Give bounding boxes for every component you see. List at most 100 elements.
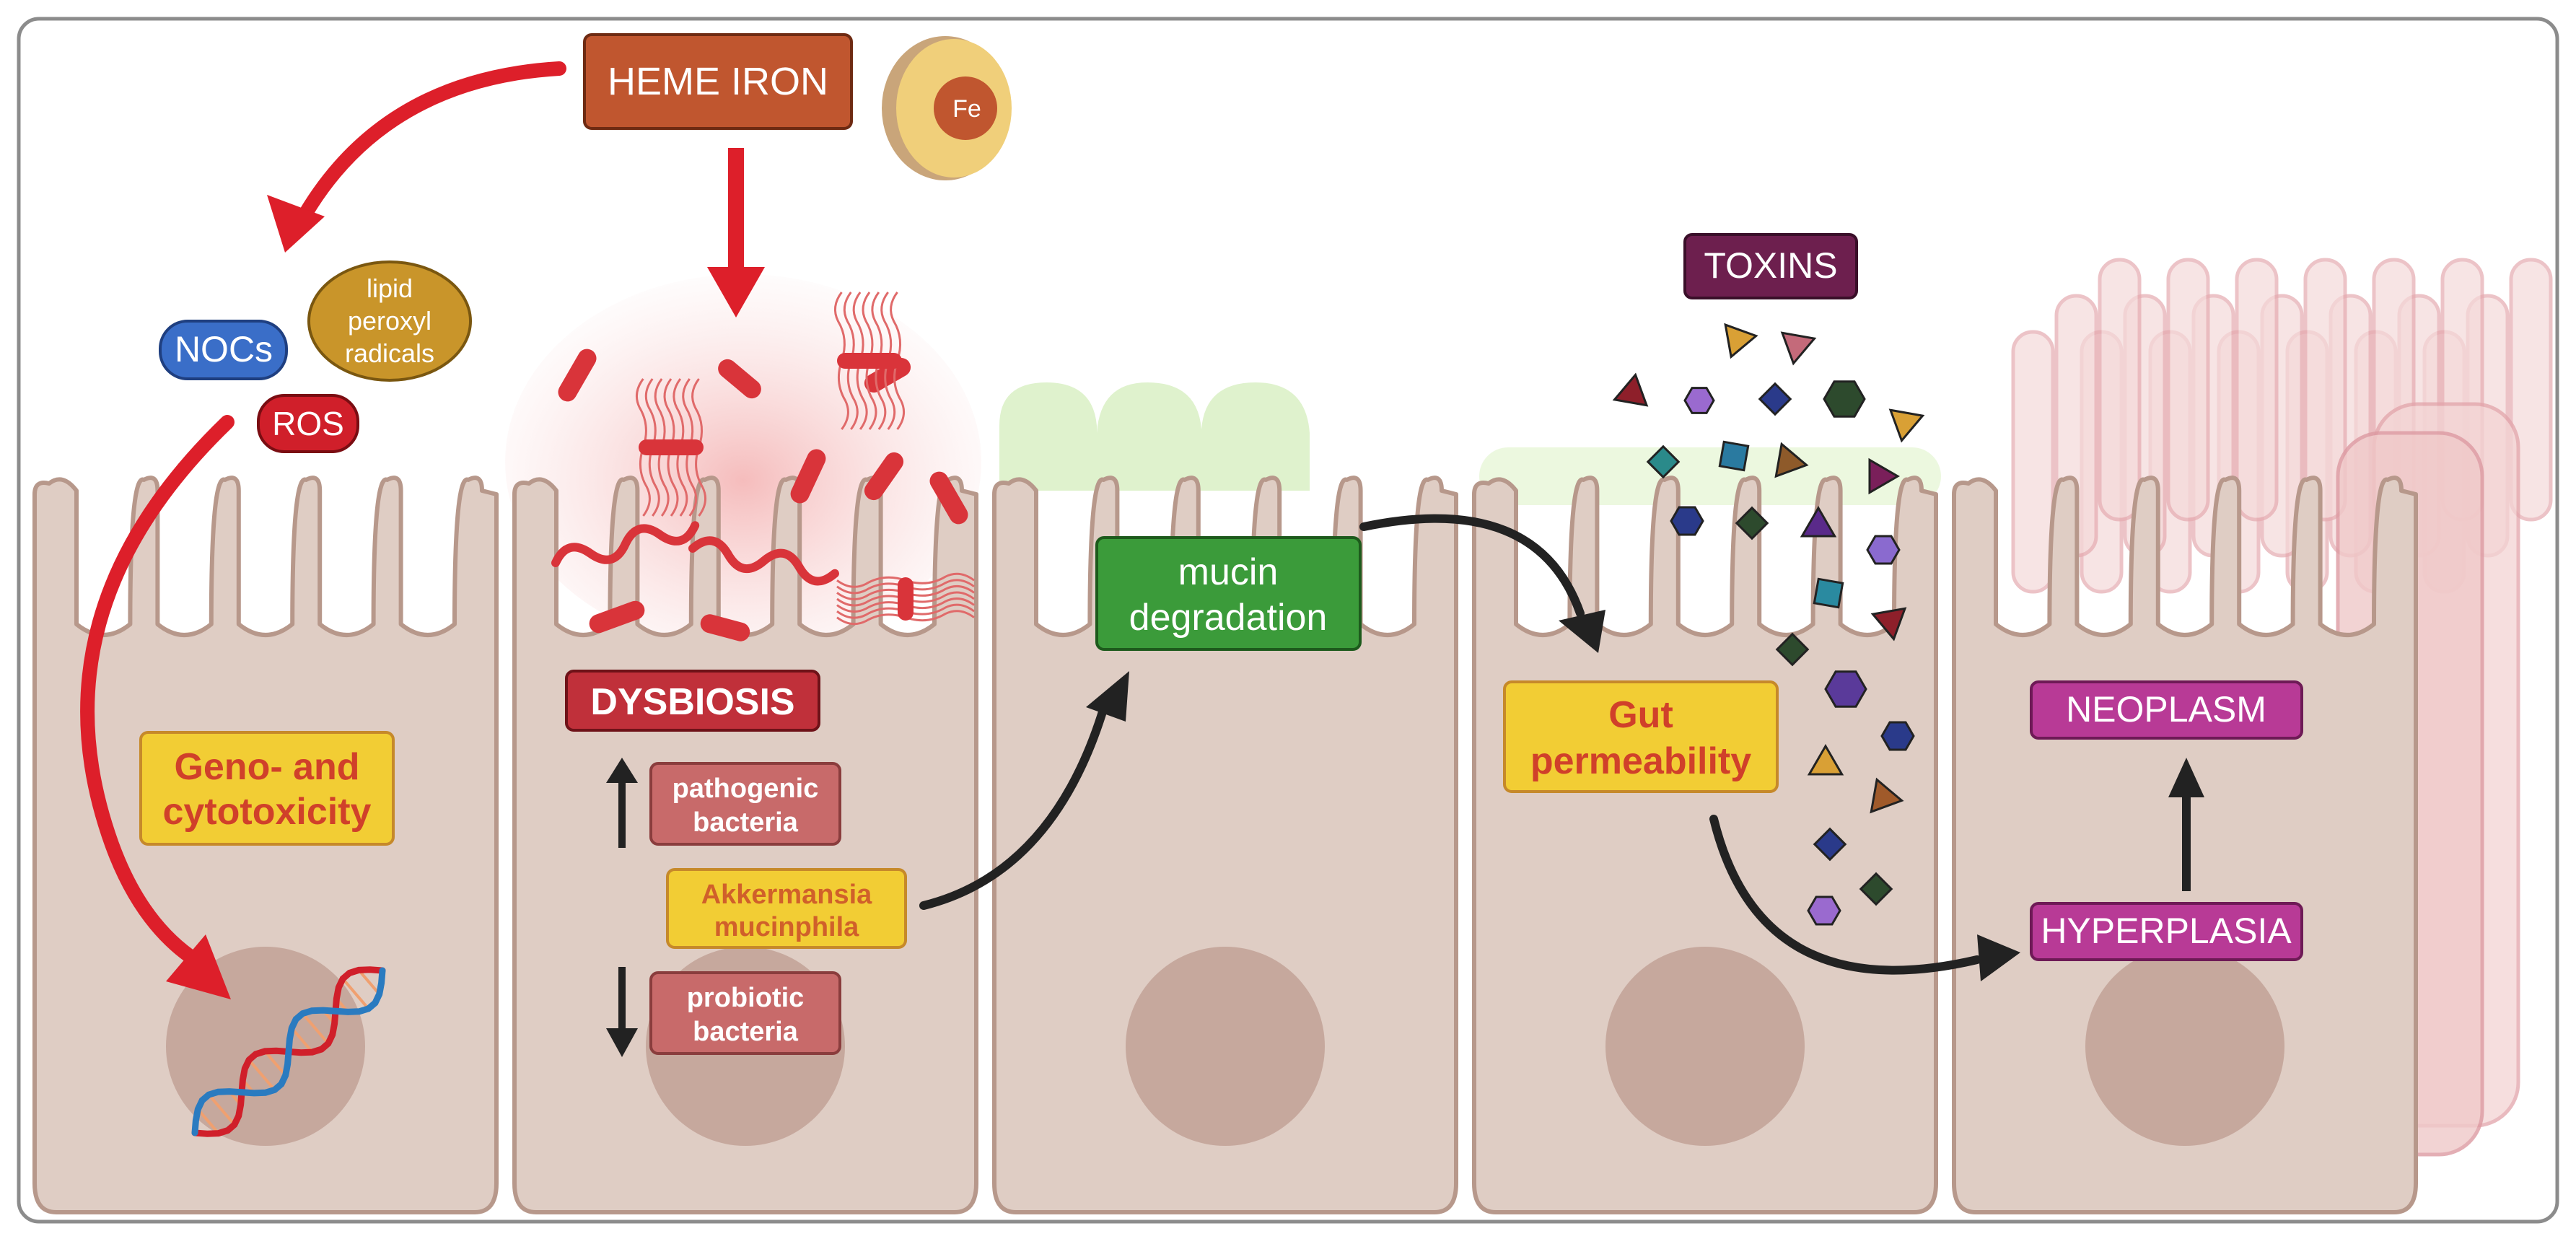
- dna-rung: [290, 1027, 314, 1054]
- toxin-triangle: [1870, 777, 1904, 814]
- toxin-hexagon: [1670, 506, 1704, 536]
- dna-rung: [357, 969, 381, 996]
- arrow-mucin-to-permeability: [1359, 514, 1585, 618]
- lipid-line-1: lipid: [367, 273, 413, 303]
- arrows: [80, 61, 2204, 1057]
- arrow-heme-to-nocs: [289, 61, 566, 238]
- gut-line-2: permeability: [1530, 740, 1751, 782]
- pathogenic-bacteria-box: pathogenic bacteria: [649, 762, 841, 846]
- toxin-triangle: [1870, 607, 1907, 641]
- toxin-square: [1813, 577, 1844, 609]
- dna-rung: [263, 1050, 287, 1077]
- bacterium: [929, 471, 968, 525]
- bacterium: [558, 349, 597, 402]
- lipid-line-2: peroxyl: [348, 306, 431, 336]
- probiotic-line-1: probiotic: [687, 983, 805, 1013]
- nucleus: [2085, 947, 2284, 1146]
- toxins-label: TOXINS: [1704, 245, 1837, 286]
- toxin-diamond: [1859, 872, 1893, 906]
- dysbiosis-box: DYSBIOSIS: [565, 670, 820, 732]
- background-villus: [2011, 330, 2055, 594]
- toxin-triangle: [1888, 408, 1925, 443]
- ros-label: ROS: [272, 405, 344, 442]
- probiotic-line-2: bacteria: [693, 1017, 799, 1047]
- flagellated-bacterium: [833, 292, 906, 430]
- gut-permeability-box: Gut permeability: [1503, 680, 1779, 793]
- flagellated-bacterium: [635, 378, 707, 517]
- nocs-label: NOCs: [175, 329, 273, 369]
- nucleus: [1126, 947, 1325, 1146]
- arrow-head-heme-nocs: [267, 195, 325, 253]
- background-villus: [2235, 258, 2279, 522]
- neoplasm-box: NEOPLASM: [2030, 680, 2303, 740]
- toxin-triangle: [1780, 331, 1817, 366]
- background-villus: [2509, 258, 2553, 522]
- background-villus: [2166, 258, 2210, 522]
- toxin-diamond: [1735, 506, 1769, 540]
- nucleus: [1605, 947, 1805, 1146]
- bacterium: [864, 452, 904, 501]
- fe-coin-icon: Fe: [882, 36, 1012, 180]
- geno-line-1: Geno- and: [174, 746, 359, 788]
- arrow-head-heme-dysbiosis: [707, 267, 765, 317]
- neoplasm-label: NEOPLASM: [2066, 689, 2266, 730]
- background-villus: [2098, 258, 2142, 522]
- epithelial-cell: [1472, 476, 1938, 1214]
- ros-badge: ROS: [257, 394, 359, 453]
- akkermansia-box: Akkermansia mucinphila: [666, 868, 907, 949]
- dna-helix-icon: [191, 966, 386, 1137]
- fe-label: Fe: [952, 95, 981, 123]
- arrow-head-perm-hyper: [1977, 934, 2020, 981]
- arrow-head-down-probiotic: [606, 1028, 638, 1057]
- arrow-akkermansia-to-mucin: [919, 703, 1108, 910]
- bacterium: [589, 600, 645, 634]
- toxins-box: TOXINS: [1683, 233, 1858, 299]
- pathogenic-line-2: bacteria: [693, 807, 799, 838]
- probiotic-bacteria-box: probiotic bacteria: [649, 971, 841, 1055]
- lipid-line-3: radicals: [345, 338, 434, 368]
- mucin-line-2: degradation: [1129, 597, 1328, 639]
- geno-line-2: cytotoxicity: [163, 791, 372, 833]
- toxin-diamond: [1813, 827, 1847, 862]
- dna-strand: [191, 967, 386, 1136]
- dysbiosis-label: DYSBIOSIS: [590, 681, 794, 723]
- lipid-peroxyl-radicals-badge: lipid peroxyl radicals: [307, 260, 472, 382]
- bacterium: [700, 614, 750, 641]
- gut-line-1: Gut: [1608, 694, 1673, 736]
- heme-iron-label: HEME IRON: [608, 60, 828, 103]
- dna-rung: [301, 1012, 330, 1045]
- flagellated-bacterium: [836, 572, 975, 626]
- toxin-hexagon: [1880, 721, 1915, 751]
- toxin-triangle: [1800, 506, 1837, 538]
- background-villus: [2303, 258, 2347, 522]
- toxin-triangle: [1807, 744, 1844, 776]
- bacteria-cluster: [551, 292, 975, 641]
- toxin-diamond: [1758, 382, 1792, 416]
- hyperplasia-box: HYPERPLASIA: [2030, 902, 2303, 961]
- toxin-square: [1718, 440, 1750, 472]
- akkermansia-line-1: Akkermansia: [701, 880, 872, 910]
- toxin-hexagon: [1824, 670, 1867, 708]
- arrow-head-ros-dna: [166, 934, 231, 999]
- arrow-head-akk-mucin: [1086, 671, 1129, 722]
- nocs-badge: NOCs: [159, 320, 288, 380]
- bacterium: [718, 359, 761, 399]
- arrow-head-up-pathogenic: [606, 758, 638, 783]
- spirochete: [551, 521, 700, 567]
- toxin-hexagon: [1807, 895, 1841, 926]
- akkermansia-line-2: mucinphila: [714, 912, 859, 942]
- arrow-permeability-to-hyperplasia: [1709, 815, 1981, 975]
- toxin-hexagon: [1683, 387, 1715, 414]
- toxin-triangle: [1774, 442, 1809, 478]
- hyperplasia-label: HYPERPLASIA: [2041, 911, 2292, 951]
- arrow-head-mucin-perm: [1559, 610, 1605, 653]
- dna-rung: [341, 978, 370, 1010]
- toxin-particles: [1612, 323, 1925, 926]
- geno-cytotoxicity-box: Geno- and cytotoxicity: [139, 731, 395, 846]
- heme-iron-box: HEME IRON: [583, 33, 853, 130]
- toxin-hexagon: [1823, 380, 1866, 418]
- mucin-degradation-box: mucin degradation: [1095, 536, 1362, 651]
- toxin-hexagon: [1866, 535, 1901, 565]
